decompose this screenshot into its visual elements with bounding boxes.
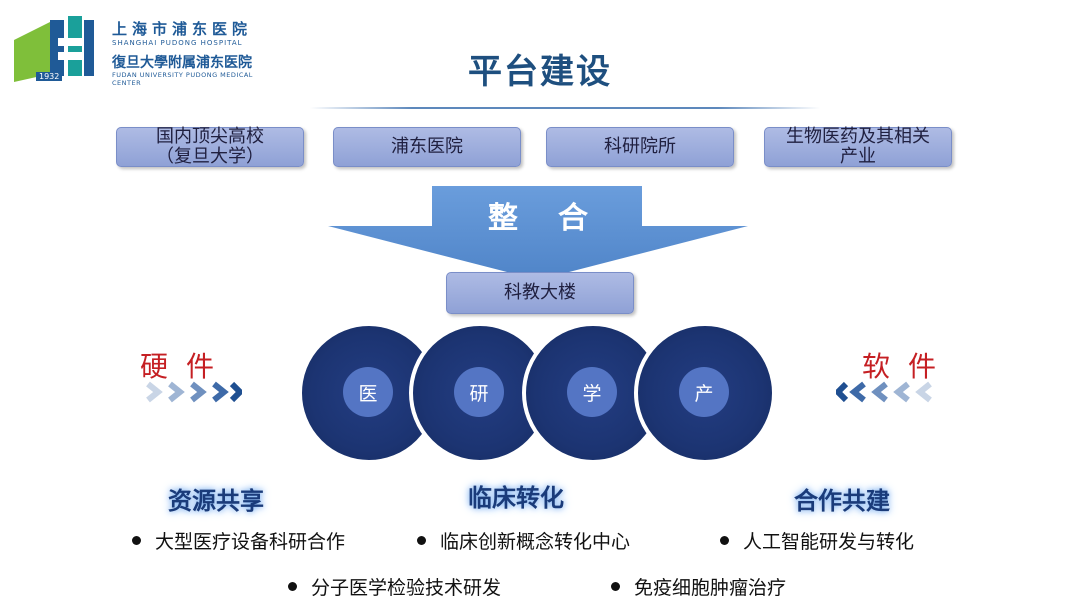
bullet-text: 人工智能研发与转化: [743, 531, 915, 553]
bullet-item: 大型医疗设备科研合作: [132, 527, 345, 554]
bullet-text: 大型医疗设备科研合作: [155, 531, 346, 553]
title-divider: [310, 107, 820, 109]
bullet-dot: [611, 582, 620, 591]
bullet-dot: [720, 536, 729, 545]
circle-label-research: 研: [454, 367, 504, 417]
circle-label-education: 学: [567, 367, 617, 417]
bullet-text: 分子医学检验技术研发: [311, 577, 502, 599]
logo-emblem-icon: [14, 16, 98, 82]
left-chevrons-icon: [836, 381, 932, 403]
right-chevrons-icon: [146, 381, 242, 403]
bullet-item: 分子医学检验技术研发: [288, 573, 501, 600]
hospital-logo: 1932 上海市浦东医院 SHANGHAI PUDONG HOSPITAL 復旦…: [10, 8, 270, 88]
bullet-dot: [132, 536, 141, 545]
software-label: 软件: [862, 350, 955, 383]
hardware-label: 硬件: [140, 350, 233, 383]
merge-arrow-icon: [328, 186, 748, 280]
bullet-dot: [417, 536, 426, 545]
source-box-industry: 生物医药及其相关 产业: [764, 127, 952, 167]
logo-affiliation-cn: 復旦大學附属浦东医院: [112, 55, 252, 71]
source-box-hospital: 浦东医院: [333, 127, 521, 167]
circle-label-medicine: 医: [343, 367, 393, 417]
bullet-item: 临床创新概念转化中心: [417, 527, 630, 554]
building-box: 科教大楼: [446, 272, 634, 314]
circle-label-industry: 产: [679, 367, 729, 417]
section-cooperation: 合作共建: [794, 487, 890, 515]
logo-name-cn: 上海市浦东医院: [112, 20, 253, 38]
bullet-item: 人工智能研发与转化: [720, 527, 914, 554]
section-resource-sharing: 资源共享: [168, 487, 264, 515]
source-box-institutes: 科研院所: [546, 127, 734, 167]
section-clinical-translation: 临床转化: [468, 484, 564, 512]
logo-name-en: SHANGHAI PUDONG HOSPITAL: [112, 39, 243, 47]
logo-year: 1932: [36, 72, 63, 81]
bullet-item: 免疫细胞肿瘤治疗: [611, 573, 786, 600]
merge-label: 整合: [488, 201, 628, 236]
bullet-text: 免疫细胞肿瘤治疗: [634, 577, 787, 599]
bullet-text: 临床创新概念转化中心: [440, 531, 631, 553]
logo-affiliation-en: FUDAN UNIVERSITY PUDONG MEDICAL CENTER: [112, 71, 253, 87]
source-box-university: 国内顶尖高校 （复旦大学）: [116, 127, 304, 167]
bullet-dot: [288, 582, 297, 591]
page-title: 平台建设: [468, 52, 612, 92]
